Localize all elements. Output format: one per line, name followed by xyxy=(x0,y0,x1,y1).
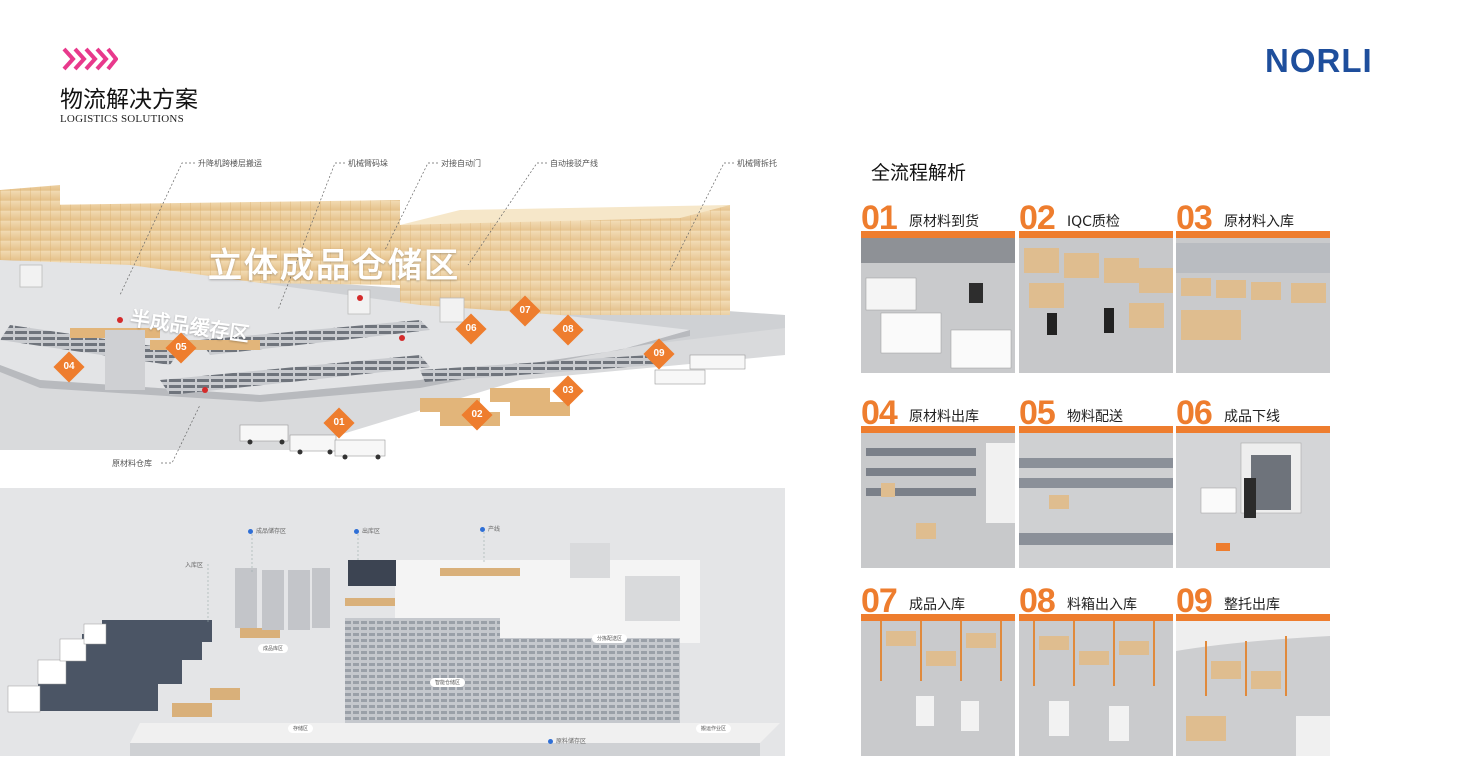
process-panel-title: 全流程解析 xyxy=(871,162,967,184)
step-badge-01: 01 xyxy=(323,407,355,439)
pill-storage: 存储区 xyxy=(288,724,314,733)
tag-inbound: 入库区 xyxy=(185,562,204,569)
material-delivery-photo xyxy=(1019,433,1173,568)
factory-drawing xyxy=(7,528,780,756)
tag-production-line: 产线 xyxy=(480,524,500,533)
callout-auto-door: 对接自动门 xyxy=(441,159,481,168)
step-badge-05: 05 xyxy=(165,332,197,364)
step-badge-03: 03 xyxy=(552,375,584,407)
step-label: 物料配送 xyxy=(1067,409,1123,425)
tag-raw-storage: 原料储存区 xyxy=(548,736,586,745)
pill-finished-area: 成品库区 xyxy=(258,644,289,653)
page-subtitle: LOGISTICS SOLUTIONS xyxy=(60,113,184,125)
finished-goods-offline-photo xyxy=(1176,433,1330,568)
step-label: 原材料到货 xyxy=(909,214,979,230)
callout-lift: 升降机跨楼层搬运 xyxy=(198,159,262,168)
tag-outbound: 出库区 xyxy=(354,526,380,535)
callout-raw-material-warehouse: 原材料仓库 xyxy=(112,459,152,468)
step-badge-07: 07 xyxy=(509,295,541,327)
tote-inbound-outbound-photo xyxy=(1019,621,1173,756)
step-badge-09: 09 xyxy=(643,338,675,370)
page-title: 物流解决方案 xyxy=(60,87,198,113)
step-badge-08: 08 xyxy=(552,314,584,346)
step-tile-04: 04 原材料出库 xyxy=(861,400,1015,568)
step-tile-07: 07 成品入库 xyxy=(861,588,1015,756)
pill-handling: 搬运作业区 xyxy=(696,724,732,733)
pill-smart-storage: 智能仓储区 xyxy=(430,678,466,687)
step-tile-06: 06 成品下线 xyxy=(1176,400,1330,568)
step-tile-03: 03 原材料入库 xyxy=(1176,205,1330,373)
step-label: 成品入库 xyxy=(909,597,965,613)
callout-production-line: 自动接驳产线 xyxy=(550,159,598,168)
double-chevron-right-icon xyxy=(62,47,118,71)
brand-wordmark: NORLI xyxy=(1265,42,1373,76)
warehouse-drawing xyxy=(0,162,785,464)
raw-material-inbound-photo xyxy=(1176,238,1330,373)
iqc-inspection-photo xyxy=(1019,238,1173,373)
callout-robot-arm-unpallet: 机械臂拆托 xyxy=(737,159,777,168)
norli-logo: NORLI xyxy=(1265,42,1373,76)
factory-layout-illustration: 成品储存区 出库区 产线 入库区 原料储存区 成品库区 智能仓储区 分拣配送区 … xyxy=(0,488,785,756)
step-label: 成品下线 xyxy=(1224,409,1280,425)
step-tile-09: 09 整托出库 xyxy=(1176,588,1330,756)
raw-material-arrival-photo xyxy=(861,238,1015,373)
step-label: 料箱出入库 xyxy=(1067,597,1137,613)
step-label: 原材料出库 xyxy=(909,409,979,425)
step-tile-08: 08 料箱出入库 xyxy=(1019,588,1173,756)
step-label: IQC质检 xyxy=(1067,214,1120,230)
finished-goods-inbound-photo xyxy=(861,621,1015,756)
step-label: 整托出库 xyxy=(1224,597,1280,613)
tag-finished-storage: 成品储存区 xyxy=(248,526,286,535)
finished-goods-storage-label: 立体成品仓储区 xyxy=(208,246,460,286)
step-badge-04: 04 xyxy=(53,351,85,383)
full-pallet-outbound-photo xyxy=(1176,621,1330,756)
step-tile-01: 01 原材料到货 xyxy=(861,205,1015,373)
step-badge-06: 06 xyxy=(455,313,487,345)
pill-sorting: 分拣配送区 xyxy=(592,634,628,643)
warehouse-3d-illustration: 升降机跨楼层搬运 机械臂码垛 对接自动门 自动接驳产线 机械臂拆托 原材料仓库 … xyxy=(0,150,785,470)
step-label: 原材料入库 xyxy=(1224,214,1294,230)
raw-material-outbound-photo xyxy=(861,433,1015,568)
callout-robot-arm-stacking: 机械臂码垛 xyxy=(348,159,388,168)
step-tile-05: 05 物料配送 xyxy=(1019,400,1173,568)
step-badge-02: 02 xyxy=(461,399,493,431)
step-tile-02: 02 IQC质检 xyxy=(1019,205,1173,373)
